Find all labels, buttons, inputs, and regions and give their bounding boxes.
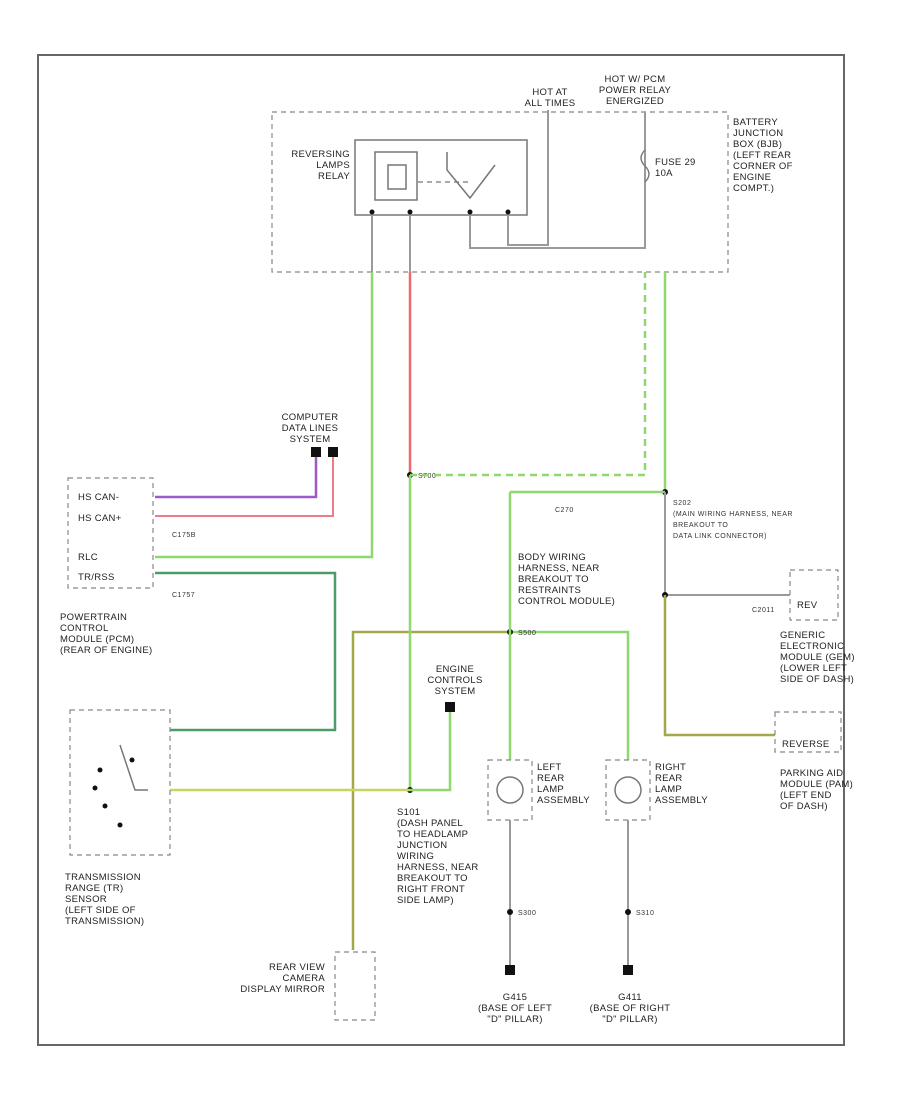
pcm-pin-tr-rss: TR/RSS: [78, 572, 115, 583]
green-to-engine-controls: [410, 708, 452, 792]
pcm-outline: [67, 477, 154, 589]
right-rear-lamp-bulb: [614, 776, 642, 804]
pam-reverse-label: REVERSE: [782, 739, 830, 750]
pink-hs-can-plus: [155, 452, 334, 517]
right-rear-lamp-outline: [605, 759, 651, 821]
olive-s500-left: [351, 630, 510, 950]
relay-pin-4: [505, 209, 511, 215]
pcm-connector-c1757: C1757: [172, 592, 195, 599]
gray-to-gem: [664, 492, 790, 596]
green-dashed-feed: [410, 272, 647, 477]
g415-ground: [505, 965, 515, 975]
dark-green-tr-rss: [155, 571, 337, 732]
s310-label: S310: [636, 910, 654, 917]
fuse-symbol: [640, 149, 650, 183]
tr-sensor-switch: [119, 744, 148, 791]
hot-feed-all-times: [507, 110, 549, 246]
tr-contact-2: [92, 785, 98, 791]
pam-outline: [774, 711, 842, 753]
pcm-pin-rlc: RLC: [78, 552, 98, 563]
g415-label: G415(BASE OF LEFT"D" PILLAR): [478, 992, 552, 1025]
relay-pin-1: [369, 209, 375, 215]
g411-ground: [623, 965, 633, 975]
pcm-connector-c175b: C175B: [172, 532, 196, 539]
c270-label: C270: [555, 507, 574, 514]
tr-contact-3: [102, 803, 108, 809]
s700-label: S700: [418, 473, 436, 480]
diagram-frame: [37, 54, 845, 1046]
relay-coil: [387, 164, 407, 190]
relay-pin-2: [407, 209, 413, 215]
reversing-relay-body: [354, 139, 528, 216]
tr-sensor-outline: [69, 709, 171, 856]
hot-feed-fuse: [469, 112, 646, 249]
olive-to-pam: [663, 595, 775, 737]
engine-controls-connector: [445, 702, 455, 712]
gem-rev-label: REV: [797, 600, 818, 611]
pcm-pin-hs-can-plus: HS CAN+: [78, 513, 122, 524]
s300-splice: [507, 909, 513, 915]
c2011-label: C2011: [752, 607, 775, 614]
s310-splice: [625, 909, 631, 915]
olive-s500-right: [510, 630, 630, 760]
purple-hs-can-minus: [155, 452, 318, 499]
rear-view-camera-outline: [334, 951, 376, 1021]
relay-switch: [446, 152, 496, 200]
left-rear-lamp-outline: [487, 759, 533, 821]
gem-outline: [789, 569, 839, 621]
tr-contact-1: [97, 767, 103, 773]
data-connector-2: [328, 447, 338, 457]
pcm-pin-hs-can-minus: HS CAN-: [78, 492, 119, 503]
tr-contact-5: [129, 757, 135, 763]
g411-label: G411(BASE OF RIGHT"D" PILLAR): [590, 992, 671, 1025]
green-relay-to-pcm: [155, 272, 374, 559]
relay-inner-box: [374, 151, 418, 201]
relay-pin-3: [467, 209, 473, 215]
left-rear-lamp-bulb: [496, 776, 524, 804]
s500-label: S500: [518, 630, 536, 637]
data-connector-1: [311, 447, 321, 457]
battery-junction-box-outline: [271, 111, 729, 273]
s300-label: S300: [518, 910, 536, 917]
tr-contact-4: [117, 822, 123, 828]
